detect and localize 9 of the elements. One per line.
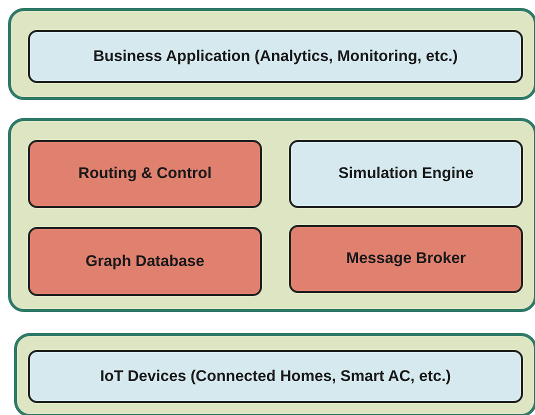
- layer-panel: [8, 8, 535, 100]
- component-box: Simulation Engine: [289, 140, 523, 208]
- component-box: Message Broker: [289, 225, 523, 293]
- layer-panel: [8, 118, 535, 312]
- component-box: Business Application (Analytics, Monitoring, etc.): [28, 30, 523, 83]
- component-box: IoT Devices (Connected Homes, Smart AC, etc.): [28, 350, 523, 403]
- component-box: Routing & Control: [28, 140, 262, 208]
- layer-panel: [14, 333, 535, 415]
- component-box: Graph Database: [28, 227, 262, 296]
